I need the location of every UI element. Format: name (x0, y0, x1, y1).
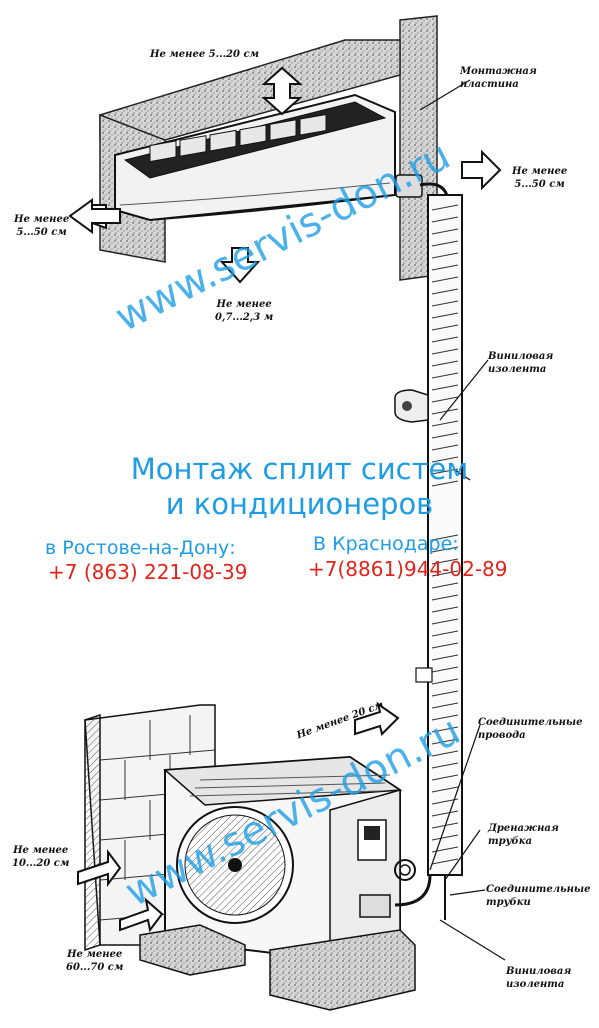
label-line: пластина (460, 79, 519, 90)
label-mount-plate: Монтажная пластина (460, 65, 537, 91)
ad-phone-krasnodar: +7(8861)944-02-89 (308, 557, 508, 581)
label-line: Монтажная (460, 66, 537, 77)
label-vinyl-tape-top: Виниловая изолента (488, 350, 553, 376)
label-line: 0,7...2,3 м (215, 312, 274, 323)
label-line: Виниловая (488, 351, 554, 362)
label-line: Не менее (14, 214, 70, 225)
label-line: Не менее (216, 299, 272, 310)
ad-city-krasnodar: В Краснодаре: (313, 533, 459, 555)
label-wall-clearance: Не менее 10...20 см (12, 844, 69, 870)
label-right-clearance: Не менее 5...50 см (512, 165, 567, 191)
label-line: провода (478, 730, 526, 741)
label-line: трубка (488, 836, 533, 847)
pipe-bundle (394, 194, 463, 876)
label-line: Не менее (67, 949, 123, 960)
label-line: трубки (486, 897, 531, 908)
label-vinyl-tape-bottom: Виниловая изолента (506, 965, 571, 991)
label-line: 10...20 см (12, 858, 70, 869)
label-line: Не менее (512, 166, 568, 177)
ground-supports (139, 924, 416, 1011)
leader-lines (419, 79, 506, 961)
label-line: Соединительные (486, 884, 591, 895)
indoor-unit (114, 93, 396, 222)
label-line: Соединительные (478, 717, 583, 728)
label-line: Дренажная (488, 823, 559, 834)
label-line: изолента (488, 364, 547, 375)
label-line: 5...50 см (514, 179, 565, 190)
label-line: изолента (506, 979, 565, 990)
label-top-clearance: Не менее 5...20 см (150, 49, 260, 60)
ad-title-line2: и кондиционеров (165, 487, 434, 521)
label-drain-pipe: Дренажная трубка (488, 822, 559, 848)
label-connecting-wires: Соединительные провода (478, 716, 582, 742)
clearance-arrows (68, 66, 502, 933)
label-line: 60...70 см (66, 962, 124, 973)
label-floor-clearance: Не менее 0,7...2,3 м (215, 298, 273, 324)
label-connecting-pipes: Соединительные трубки (486, 883, 590, 909)
label-line: Виниловая (506, 966, 572, 977)
ad-title-line1: Монтаж сплит систем (130, 452, 469, 486)
outdoor-unit (163, 755, 446, 962)
ad-phone-rostov: +7 (863) 221-08-39 (48, 560, 248, 584)
label-left-clearance: Не менее 5...50 см (14, 213, 69, 239)
label-front-clearance: Не менее 60...70 см (66, 948, 123, 974)
label-line: Не менее (13, 845, 69, 856)
ad-city-rostov: в Ростове-на-Дону: (45, 537, 236, 559)
label-line: 5...50 см (16, 227, 67, 238)
